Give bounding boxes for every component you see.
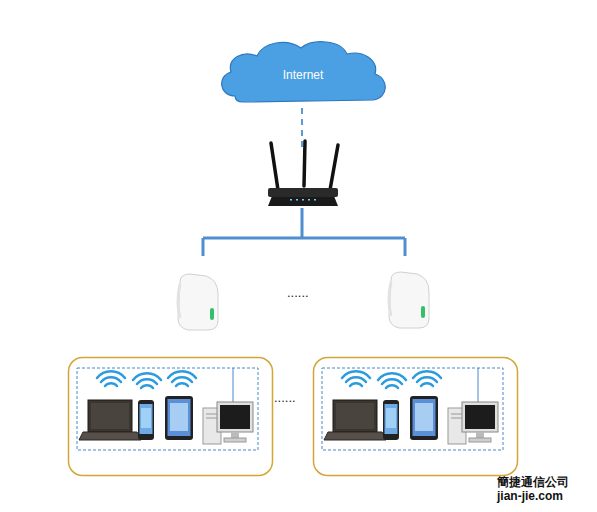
cloud-outline (222, 42, 386, 102)
lan-bracket (203, 208, 405, 256)
wifi-extender (178, 274, 218, 330)
dashed-uplink (301, 108, 303, 150)
wifi-extender (389, 272, 429, 328)
device-group (69, 358, 273, 476)
router-icon (268, 141, 338, 206)
watermark: 簡捷通信公司 (497, 476, 569, 489)
ellipsis-mark: ...... (274, 391, 296, 405)
node-text: Internet (283, 68, 324, 82)
watermark: jian-jie.com (497, 490, 563, 503)
cloud-node: Internet (213, 36, 393, 110)
ellipsis-mark: ...... (287, 286, 309, 300)
device-group (314, 358, 518, 476)
